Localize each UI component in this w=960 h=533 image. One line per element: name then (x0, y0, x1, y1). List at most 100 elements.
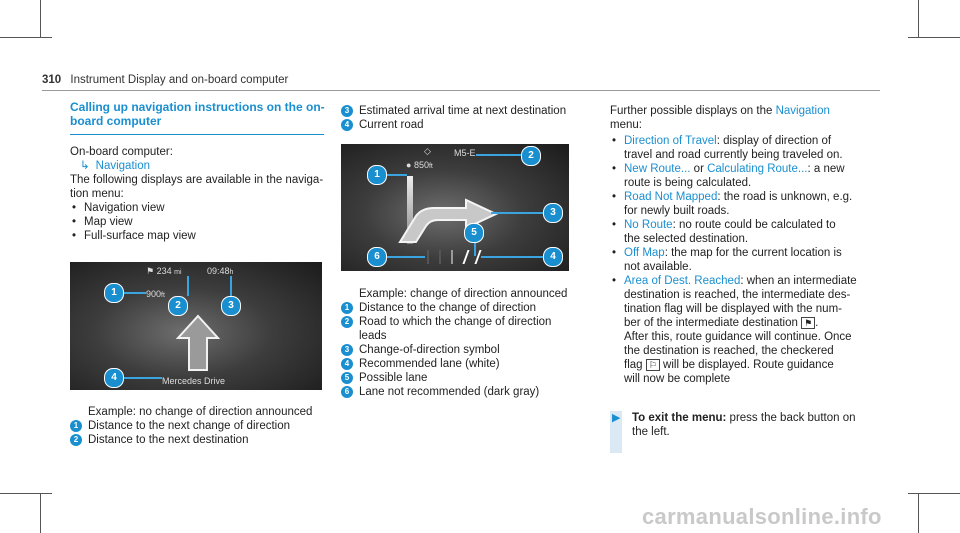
menu-link[interactable]: Off Map (624, 247, 665, 259)
callout-badge: 1 (104, 283, 124, 303)
tip-line: press the back button on (726, 412, 856, 424)
lane-not-recommended (427, 250, 429, 264)
item-text: flag (624, 359, 643, 371)
tip-bar (610, 411, 622, 453)
item-text: will now be complete (624, 373, 731, 385)
crop-mark (908, 493, 960, 494)
section-title-line: board computer (70, 114, 162, 128)
title-rule (70, 134, 324, 135)
item-text: : no route could be calculated to (672, 219, 836, 231)
destination-distance: ⚑ 234 mi (146, 266, 182, 277)
list-item: Map view (70, 215, 325, 229)
menu-link[interactable]: Area of Dest. Reached (624, 275, 741, 287)
legend-number: 3 (341, 105, 353, 117)
callout-leader (385, 256, 425, 258)
callout-leader (481, 256, 543, 258)
item-text: : a new (807, 163, 845, 175)
callout-leader (476, 154, 521, 156)
callout-badge: 3 (221, 296, 241, 316)
position-dot-icon: ● (406, 160, 412, 170)
item-text: After this, route guidance will continue… (624, 331, 852, 343)
legend-text: Distance to the next change of direction (88, 420, 291, 432)
crop-mark (918, 493, 919, 533)
callout-leader (385, 174, 407, 176)
item-text: tination flag will be displayed with the… (624, 303, 842, 315)
description-line: The following displays are available in … (70, 174, 324, 186)
legend-text: Lane not recommended (dark gray) (359, 386, 540, 398)
navigation-link[interactable]: Navigation (775, 105, 830, 117)
callout-leader (187, 276, 189, 296)
legend-item: 3 Estimated arrival time at next destinat… (341, 104, 571, 118)
menu-link[interactable]: Road Not Mapped (624, 191, 718, 203)
intro-text: Further possible displays on the Navigat… (610, 104, 872, 132)
lane-guidance (425, 248, 505, 266)
straight-arrow-icon (175, 314, 221, 371)
item-text: or (690, 163, 708, 175)
checkered-flag-icon: ⚑ (146, 266, 155, 276)
callout-badge: 1 (367, 165, 387, 185)
item-text: will be displayed. Route guidance (663, 359, 834, 371)
legend-item: 1 Distance to the change of direction (341, 301, 571, 315)
description-line: tion menu: (70, 188, 124, 200)
list-item: Full-surface map view (70, 229, 325, 243)
page-header-title: Instrument Display and on-board computer (70, 74, 289, 86)
menu-link[interactable]: New Route... (624, 163, 691, 175)
distance-unit: ft (428, 163, 433, 170)
intro-text: On-board computer: (70, 146, 173, 158)
legend-number: 1 (341, 302, 353, 314)
menu-list: Navigation view Map view Full-surface ma… (70, 201, 325, 243)
list-item: New Route... or Calculating Route...: a … (610, 162, 872, 190)
figure-caption: Example: no change of direction announce… (88, 406, 313, 418)
current-road: Mercedes Drive (162, 376, 226, 386)
list-item: Off Map: the map for the current locatio… (610, 246, 872, 274)
item-text: ber of the intermediate destination (624, 317, 798, 329)
legend-text: Possible lane (359, 372, 428, 384)
item-text: : when an intermediate (740, 275, 857, 287)
direction-icon: ◇ (424, 146, 431, 156)
crop-mark (918, 0, 919, 38)
arrival-time: 09:48h (207, 266, 233, 276)
figure-caption: Example: change of direction announced (359, 288, 568, 300)
menu-link[interactable]: No Route (624, 219, 673, 231)
legend-number: 4 (341, 119, 353, 131)
figure-legend: 3 Estimated arrival time at next destinat… (341, 104, 571, 132)
menu-link[interactable]: Calculating Route... (707, 163, 808, 175)
callout-leader (491, 212, 543, 214)
distance-unit: ft (161, 292, 165, 299)
callout-badge: 5 (464, 223, 484, 243)
nav-path: ↳ Navigation (80, 159, 325, 173)
list-item: Direction of Travel: display of directio… (610, 134, 872, 162)
legend-text: Distance to the change of direction (359, 302, 537, 314)
callout-leader (120, 377, 162, 379)
checkered-flag-icon: ⚐ (645, 359, 660, 371)
navigation-link[interactable]: Navigation (95, 160, 150, 172)
legend-text: Change-of-direction symbol (359, 344, 500, 356)
legend-number: 3 (341, 344, 353, 356)
item-text: for newly built roads. (624, 205, 730, 217)
arrow-right-icon: ↳ (80, 160, 90, 172)
legend-text: Estimated arrival time at next destinati… (359, 105, 567, 117)
item-text: : the map for the current location is (664, 247, 842, 259)
item-text: not available. (624, 261, 692, 273)
intermediate-flag-icon: ⚑ (801, 317, 816, 329)
callout-leader (230, 276, 232, 296)
target-road: M5-E (454, 148, 476, 158)
legend-item: 3 Change-of-direction symbol (341, 343, 571, 357)
list-item: Area of Dest. Reached: when an intermedi… (610, 274, 872, 386)
lane-not-recommended (439, 250, 441, 264)
legend-number: 5 (341, 372, 353, 384)
callout-badge: 2 (521, 146, 541, 166)
tip-label: To exit the menu: (632, 412, 727, 424)
column-left: Calling up navigation instructions on th… (70, 100, 325, 243)
section-title: Calling up navigation instructions on th… (70, 100, 325, 128)
item-text: route is being calculated. (624, 177, 752, 189)
callout-leader (120, 292, 146, 294)
display-list: Direction of Travel: display of directio… (610, 134, 872, 386)
menu-link[interactable]: Direction of Travel (624, 135, 717, 147)
